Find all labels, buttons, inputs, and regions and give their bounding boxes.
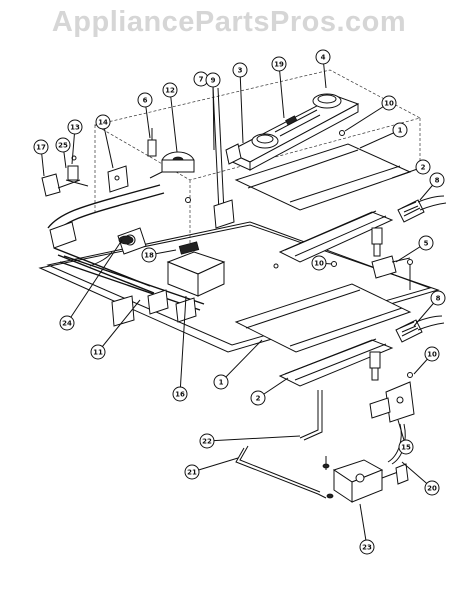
callout-16: 16 [172,386,188,402]
callout-21: 21 [184,464,200,480]
callout-25: 25 [55,137,71,153]
svg-text:19: 19 [274,61,284,69]
svg-text:25: 25 [58,142,68,150]
callout-13: 13 [67,119,83,135]
svg-text:23: 23 [362,544,372,552]
bracket-14 [107,165,129,193]
callout-5: 5 [418,235,434,251]
callout-8-upper: 8 [429,172,445,188]
svg-text:15: 15 [401,444,411,452]
callout-18: 18 [141,247,157,263]
svg-text:9: 9 [211,77,216,85]
svg-text:2: 2 [256,395,261,403]
callout-15: 15 [398,439,414,455]
tube-7 [212,87,235,229]
svg-text:3: 3 [238,67,243,75]
safety-valve-23 [322,459,409,503]
svg-text:6: 6 [143,97,148,105]
callout-23: 23 [359,539,375,555]
callout-2-upper: 2 [415,159,431,175]
callout-1-upper: 1 [392,122,408,138]
callout-14: 14 [95,114,111,130]
svg-text:24: 24 [62,320,72,328]
callout-20: 20 [424,480,440,496]
upper-igniter [397,195,447,223]
svg-text:8: 8 [436,295,441,303]
svg-text:16: 16 [175,391,185,399]
svg-text:10: 10 [427,351,437,359]
svg-text:7: 7 [199,76,204,84]
svg-text:13: 13 [70,124,80,132]
upper-burner-tube [278,210,394,263]
lower-heat-shield [234,283,412,353]
callout-3: 3 [232,62,248,78]
callout-10-top: 10 [381,95,397,111]
burner-box-floor [38,221,440,353]
lower-burner-tube [278,338,394,387]
svg-text:12: 12 [165,87,175,95]
svg-text:10: 10 [314,260,324,268]
bracket-15 [369,381,415,423]
callout-10-mid: 10 [311,255,327,271]
burner-box-16 [166,251,226,297]
gas-manifold [47,184,165,294]
svg-text:14: 14 [98,119,108,127]
callout-11: 11 [90,344,106,360]
svg-text:1: 1 [219,379,224,387]
lower-igniter [395,315,445,343]
upper-frame-dashed [94,69,421,250]
svg-text:5: 5 [424,240,429,248]
thermostat-tubing [235,390,406,499]
svg-text:18: 18 [144,252,154,260]
watermark-text: AppliancePartsPros.com [51,6,407,38]
callout-19: 19 [271,56,287,72]
top-burner-assembly [225,93,360,171]
svg-text:21: 21 [187,469,197,477]
callout-24: 24 [59,315,75,331]
svg-text:10: 10 [384,100,394,108]
callout-17: 17 [33,139,49,155]
callout-2-lower: 2 [250,390,266,406]
flex-connector-24 [89,235,134,267]
valve-13-25-17 [41,155,89,197]
svg-text:11: 11 [93,349,103,357]
svg-text:8: 8 [435,177,440,185]
grate-18 [178,241,200,255]
valve-bracket-5 [371,255,413,290]
svg-text:20: 20 [427,485,437,493]
svg-text:2: 2 [421,164,426,172]
callout-9: 9 [205,72,221,88]
fitting-6 [147,128,157,157]
callout-22: 22 [199,433,215,449]
callout-10-low: 10 [424,346,440,362]
manifold-bar-11 [59,255,205,327]
pressure-regulator-12 [149,151,195,179]
callout-8-lower: 8 [430,290,446,306]
callout-6: 6 [137,92,153,108]
svg-text:1: 1 [398,127,403,135]
callout-1-lower: 1 [213,374,229,390]
callout-12: 12 [162,82,178,98]
svg-text:17: 17 [36,144,46,152]
svg-text:4: 4 [321,54,326,62]
callout-4: 4 [315,49,331,65]
svg-text:22: 22 [202,438,212,446]
